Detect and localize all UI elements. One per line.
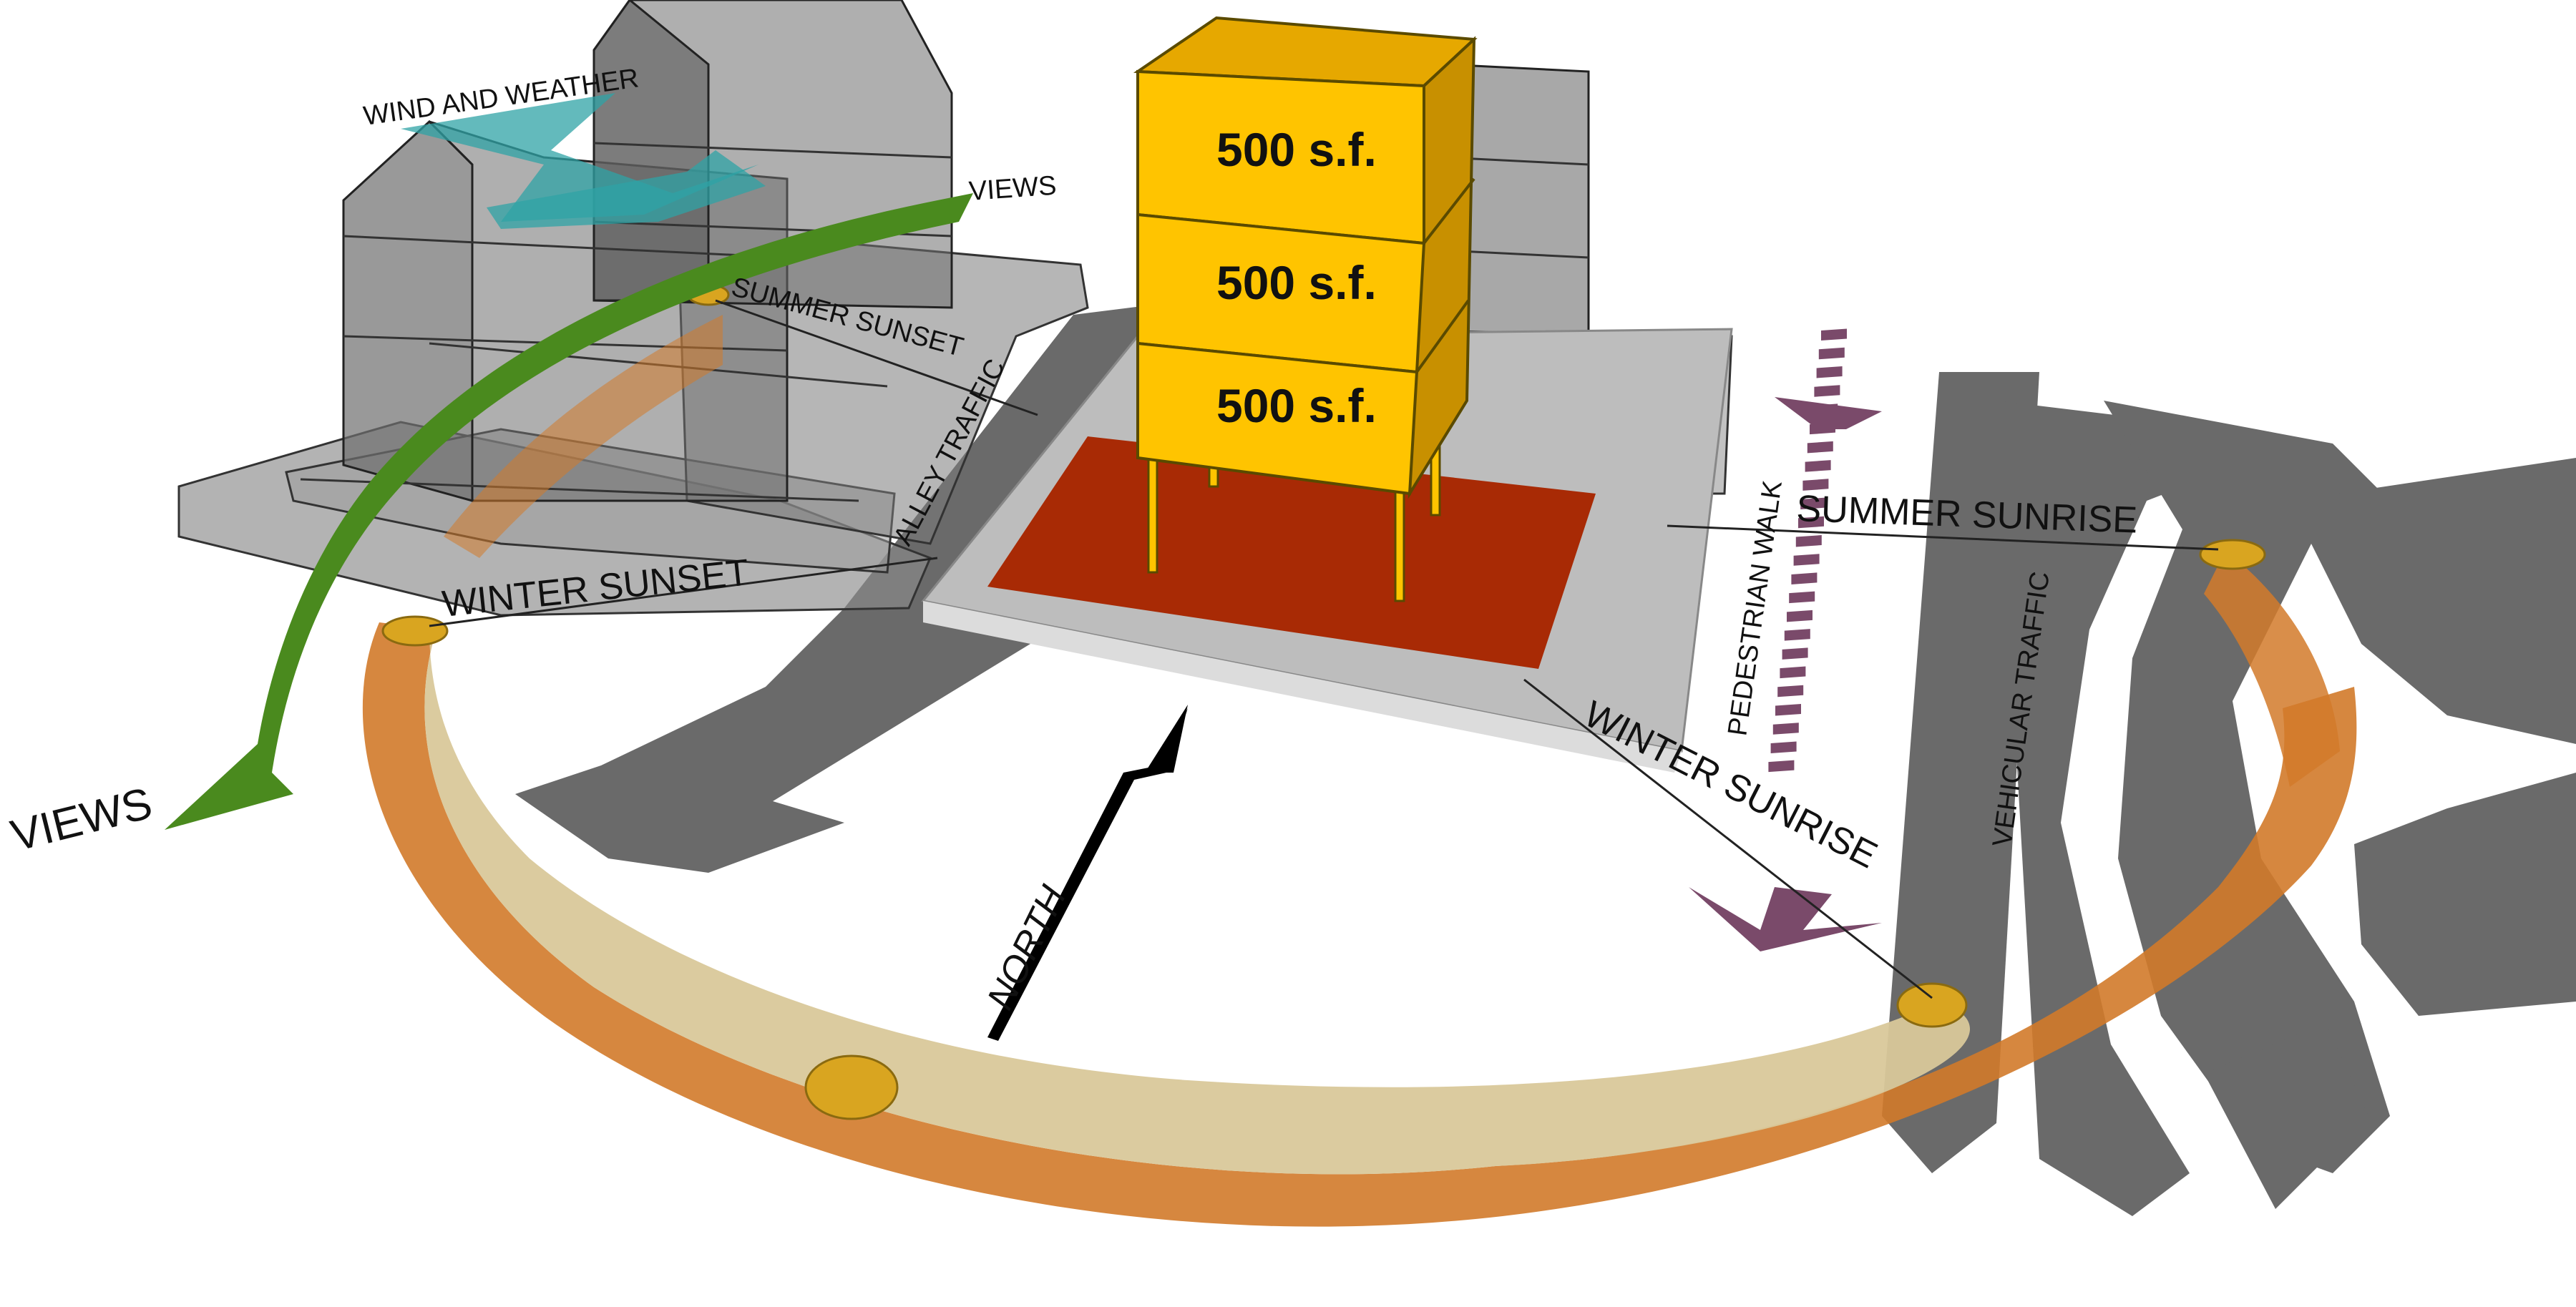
leader-lines (429, 299, 2219, 999)
views-left-label: VIEWS (6, 778, 157, 861)
sun-marker-noon (804, 1054, 899, 1120)
pedestrian-walk-dash (1789, 591, 1815, 604)
pedestrian-walk-dash (1782, 647, 1808, 660)
pedestrian-walk-dash (1770, 741, 1797, 753)
site-pad (987, 436, 1596, 669)
pedestrian-walk-dash (1810, 422, 1835, 435)
pedestrian-walk-dash (1777, 685, 1804, 697)
pedestrian-walk-dash (1787, 610, 1813, 622)
alley-traffic-arrow (515, 300, 1188, 873)
sun-marker-summer-sunrise (2199, 539, 2266, 570)
pedestrian-walk-dash (1798, 516, 1824, 529)
pedestrian-walk-dash (1784, 629, 1810, 641)
floor-1-area-label: 500 s.f. (1216, 379, 1377, 432)
views-top-label: VIEWS (968, 171, 1058, 207)
pedestrian-walk-dash (1768, 760, 1795, 773)
pedestrian-walk-arrow (1689, 328, 1882, 951)
sun-marker-winter-sunrise (1896, 982, 1968, 1028)
pedestrian-walk-dash (1812, 403, 1838, 416)
north-label: NORTH (980, 879, 1075, 1016)
north-arrow (987, 705, 1188, 1041)
pedestrian-walk-dash (1780, 666, 1806, 679)
pedestrian-walk-dash (1814, 385, 1840, 397)
sun-marker-winter-sunset (381, 615, 449, 647)
tower-floors (1136, 69, 1475, 496)
pedestrian-walk-dash (1821, 328, 1847, 341)
tower: 500 s.f. 500 s.f. 500 s.f. (1133, 16, 1478, 602)
wind-and-weather-symbol (401, 93, 766, 229)
pedestrian-walk-dash (1805, 460, 1831, 472)
pedestrian-walk-dash (1807, 441, 1833, 454)
pedestrian-walk-dash (1793, 554, 1820, 566)
pedestrian-walk-dash (1818, 347, 1845, 360)
pedestrian-walk-dash (1800, 497, 1827, 510)
pedestrian-walk-dashes (1768, 328, 1847, 773)
pedestrian-walk-dash (1791, 572, 1818, 584)
pedestrian-walk-dash (1802, 479, 1829, 491)
pedestrian-walk-label: PEDESTRIAN WALK (1722, 479, 1788, 738)
pedestrian-walk-dash (1772, 723, 1799, 735)
floor-2-area-label: 500 s.f. (1216, 256, 1377, 309)
tower-floor-1 (1136, 341, 1419, 496)
pedestrian-walk-dash (1816, 366, 1843, 378)
pedestrian-walk-dash (1795, 534, 1822, 547)
sun-path (362, 315, 2357, 1227)
floor-3-area-label: 500 s.f. (1216, 123, 1377, 176)
views-arrow (165, 193, 973, 830)
pedestrian-walk-dash (1775, 703, 1801, 716)
